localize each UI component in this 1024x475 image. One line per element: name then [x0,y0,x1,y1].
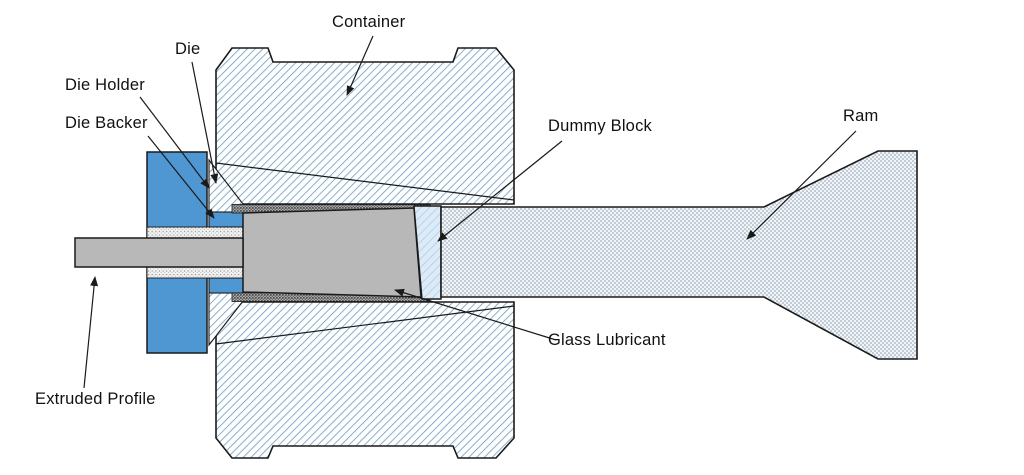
leader-glass-lubricant [394,288,557,341]
die-bearing-strip-bottom [146,266,244,279]
leader-extruded-profile [83,276,99,389]
leader-container [346,35,374,96]
leader-die-backer [147,135,215,219]
dummy-block-label: Dummy Block [548,117,652,135]
container-top-block [215,47,515,205]
extruded-profile-label: Extruded Profile [35,390,156,408]
billet [242,207,422,298]
leader-die-holder [139,96,210,189]
die-backer-label: Die Backer [65,114,148,132]
extruded-profile-bar [74,237,244,268]
leader-die [191,61,219,184]
leader-dummy-block [437,140,563,242]
die-holder-label: Die Holder [65,76,145,94]
leader-ram [746,130,857,240]
container-bottom-block [215,301,515,459]
die-bearing-strip-top [146,226,244,239]
dummy-block-shape [413,205,442,300]
die-bottom [208,277,244,294]
glass-lubricant-label: Glass Lubricant [548,331,666,349]
die-label: Die [175,40,201,58]
container-bottom-liner-seam [215,305,515,345]
container-label: Container [332,13,406,31]
container-top-liner-seam [215,162,515,201]
ram-label: Ram [843,107,879,125]
ram-shape [440,150,918,360]
die-top [208,211,244,228]
